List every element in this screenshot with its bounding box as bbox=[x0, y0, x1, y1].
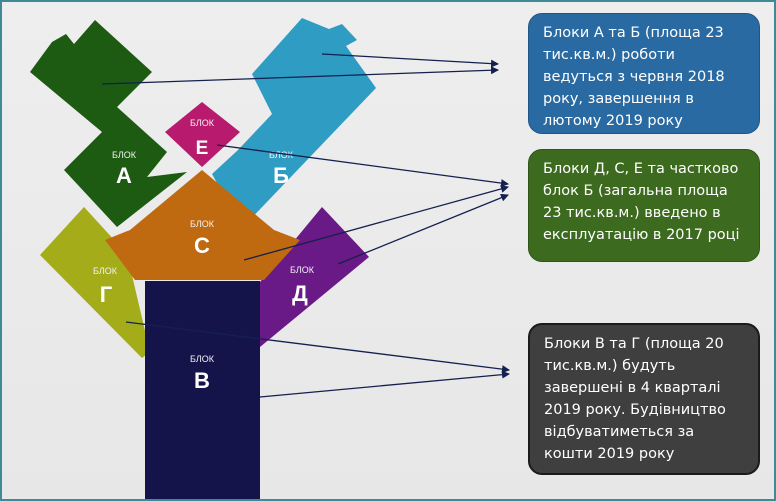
block-e-shape bbox=[165, 102, 240, 167]
block-a-letter: А bbox=[116, 163, 132, 188]
arrow-block-d bbox=[337, 193, 509, 265]
block-e-prefix: БЛОК bbox=[190, 118, 215, 128]
block-g-letter: Г bbox=[100, 282, 113, 307]
arrow-block-v bbox=[259, 370, 510, 398]
note-blocks-v-g: Блоки В та Г (площа 20 тис.кв.м.) будуть… bbox=[528, 323, 760, 475]
block-b-prefix: БЛОК bbox=[269, 150, 294, 160]
block-v-prefix: БЛОК bbox=[190, 354, 215, 364]
block-d-shape bbox=[260, 207, 369, 347]
block-c-letter: С bbox=[194, 233, 210, 258]
building-plan: БЛОК А БЛОК Б БЛОК Е БЛОК Г БЛОК Д БЛОК … bbox=[30, 18, 510, 499]
block-a-prefix: БЛОК bbox=[112, 150, 137, 160]
note-blocks-v-g-text: Блоки В та Г (площа 20 тис.кв.м.) будуть… bbox=[544, 336, 726, 462]
arrow-block-c bbox=[243, 185, 509, 261]
block-g-prefix: БЛОК bbox=[93, 266, 118, 276]
block-b-letter: Б bbox=[273, 163, 289, 188]
block-b-shape bbox=[212, 18, 376, 228]
arrow-block-g bbox=[125, 321, 510, 374]
block-d-letter: Д bbox=[292, 281, 308, 306]
block-c-shape bbox=[105, 170, 300, 280]
block-v-letter: В bbox=[194, 368, 210, 393]
block-c-prefix: БЛОК bbox=[190, 219, 215, 229]
arrow-block-e bbox=[216, 144, 509, 188]
block-a-shape bbox=[30, 20, 187, 227]
note-blocks-d-c-e: Блоки Д, С, Е та частково блок Б (загаль… bbox=[528, 149, 760, 262]
block-v-shape bbox=[145, 281, 260, 499]
arrow-block-b bbox=[321, 53, 499, 68]
arrow-block-a bbox=[101, 66, 499, 85]
note-blocks-d-c-e-text: Блоки Д, С, Е та частково блок Б (загаль… bbox=[543, 161, 740, 243]
block-g-shape bbox=[40, 207, 150, 358]
note-blocks-a-b-text: Блоки А та Б (площа 23 тис.кв.м.) роботи… bbox=[543, 25, 725, 129]
note-blocks-a-b: Блоки А та Б (площа 23 тис.кв.м.) роботи… bbox=[528, 13, 760, 134]
block-e-letter: Е bbox=[196, 138, 209, 159]
block-d-prefix: БЛОК bbox=[290, 265, 315, 275]
